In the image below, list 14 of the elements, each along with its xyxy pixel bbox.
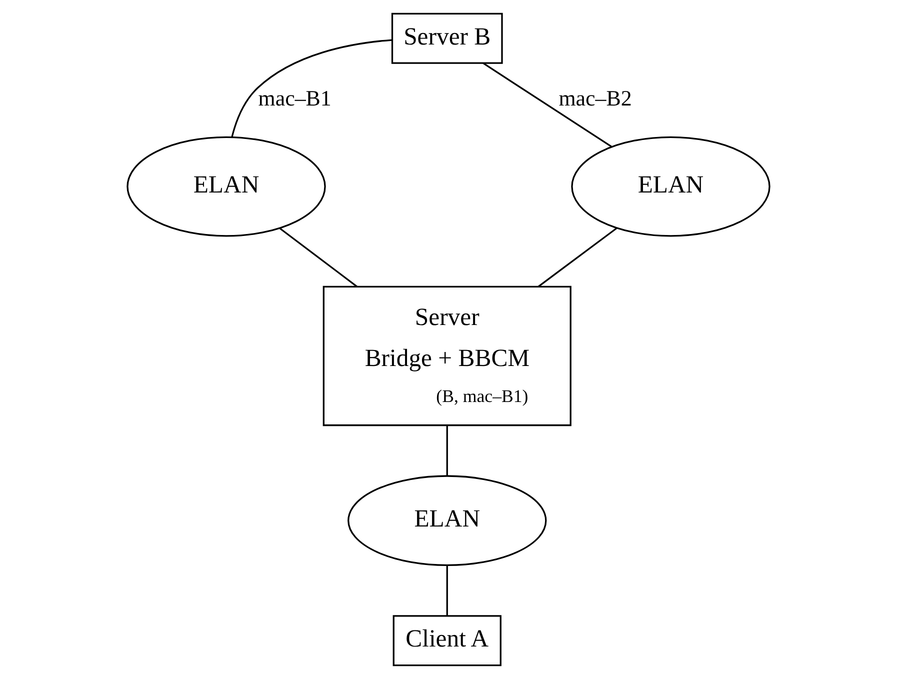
connector	[446, 426, 448, 476]
connector	[482, 62, 612, 148]
edge-label: mac–B2	[558, 85, 632, 110]
node-ellipse: ELAN	[348, 475, 547, 566]
node-ellipse: ELAN	[126, 136, 326, 237]
edge-label: mac–B1	[258, 85, 332, 110]
node-box: Server Bridge + BBCM (B, mac–B1)	[322, 286, 572, 426]
node-ellipse: ELAN	[571, 136, 770, 237]
node-box: Client A	[392, 615, 502, 666]
connector	[231, 39, 392, 137]
connector	[538, 228, 618, 288]
connector	[446, 566, 448, 616]
connector	[279, 228, 358, 288]
node-box: Server B	[391, 12, 503, 64]
